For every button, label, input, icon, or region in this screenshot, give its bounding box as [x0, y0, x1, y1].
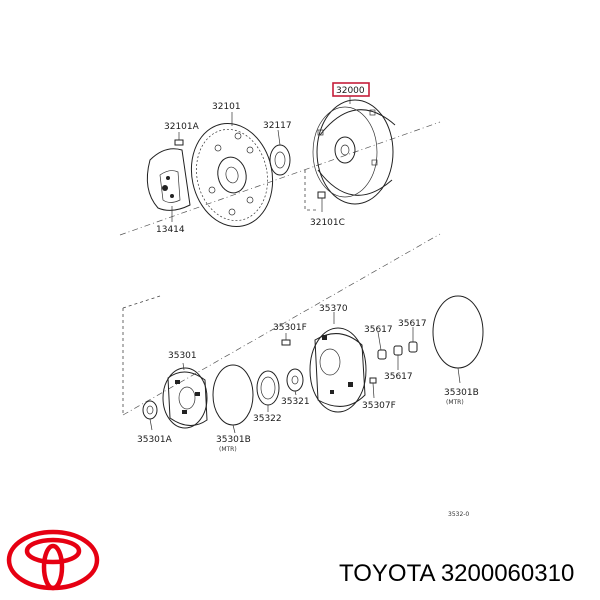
label-35301b-bottom: 35301B	[216, 435, 251, 445]
label-32000: 32000	[336, 86, 365, 96]
label-35617-a: 35617	[364, 325, 393, 335]
leader-35301	[182, 362, 185, 371]
leader-35301b-bottom	[232, 424, 236, 434]
label-35370: 35370	[319, 304, 348, 314]
label-35321: 35321	[281, 397, 310, 407]
seal-ring-35617-a	[377, 349, 387, 360]
leader-35617-a	[377, 331, 382, 351]
part-number: 3200060310	[440, 560, 575, 587]
label-32117: 32117	[263, 121, 292, 131]
bolt-35307f	[369, 377, 377, 399]
label-32101: 32101	[212, 102, 241, 112]
oil-seal-35301a	[142, 400, 158, 420]
label-35307f: 35307F	[362, 401, 396, 411]
group-link-line-top	[122, 295, 161, 309]
drive-gear-35321	[286, 368, 304, 392]
label-35301: 35301	[168, 351, 197, 361]
highlight-box	[332, 82, 370, 97]
bolt-32101c	[317, 191, 326, 212]
label-35301f: 35301F	[273, 323, 307, 333]
axis-line-lower	[122, 233, 441, 416]
label-35617-b: 35617	[384, 372, 413, 382]
toyota-logo	[6, 529, 100, 591]
leader-35301a	[149, 418, 153, 431]
torque-converter-32000	[312, 99, 396, 205]
leader-35321	[294, 390, 297, 396]
bolt-35301f	[281, 333, 291, 346]
diagram-ref-code: 3532-0	[448, 511, 469, 518]
axis-line-upper	[119, 121, 441, 236]
seal-ring-35617-c	[408, 341, 418, 353]
note-mtr-bottom: (MTR)	[219, 446, 237, 453]
o-ring-35301b-bottom	[212, 364, 254, 426]
label-32101a: 32101A	[164, 122, 200, 132]
pump-body-35301	[162, 367, 208, 429]
label-35301b-right: 35301B	[444, 388, 479, 398]
label-35617-c: 35617	[398, 319, 427, 329]
label-32101c: 32101C	[310, 218, 345, 228]
leader-35301b-right	[457, 367, 461, 384]
flex-plate-32101	[190, 122, 274, 228]
bolt-32101a	[174, 132, 184, 146]
drive-plate-cover	[146, 148, 191, 211]
brand-name: TOYOTA	[339, 560, 435, 587]
label-35322: 35322	[253, 414, 282, 424]
dash-leader-32101c	[304, 170, 318, 211]
seal-ring-35617-b	[393, 345, 403, 356]
o-ring-35301b-right	[432, 295, 484, 369]
driven-gear-35322	[256, 370, 280, 406]
brand-part-number: TOYOTA 3200060310	[339, 557, 589, 591]
leader-32117	[277, 129, 281, 146]
label-13414: 13414	[156, 225, 185, 235]
stator-shaft-35370	[309, 327, 367, 413]
label-35301a: 35301A	[137, 435, 173, 445]
spacer-32117	[269, 144, 291, 176]
note-mtr-right: (MTR)	[446, 399, 464, 406]
